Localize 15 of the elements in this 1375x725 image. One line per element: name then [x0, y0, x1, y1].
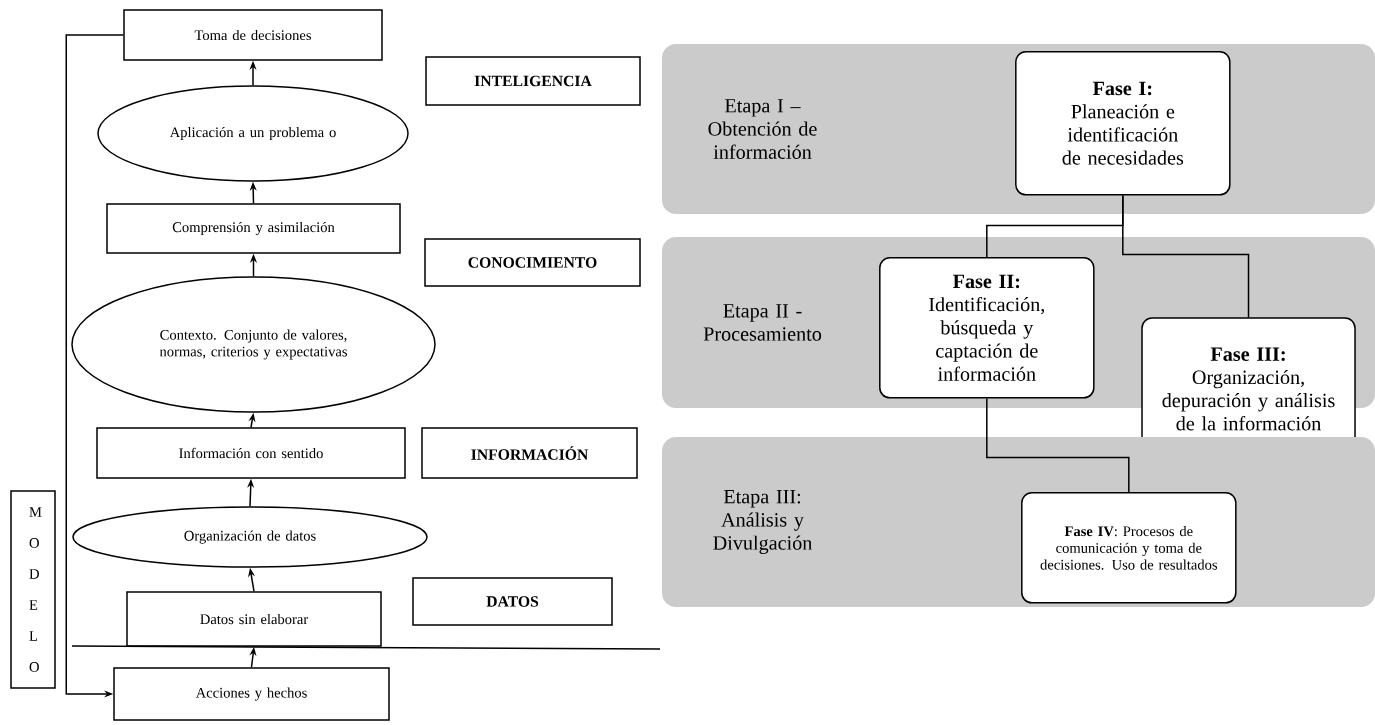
phase-box: Fase IV: Procesos de comunicación y toma de decisiones. Uso de resultados	[1021, 492, 1237, 604]
connector	[986, 397, 1130, 493]
process-box: Acciones y hechos	[113, 667, 390, 721]
level-box: CONOCIMIENTO	[424, 238, 641, 287]
level-box: INFORMACIÓN	[421, 427, 638, 479]
level-box: DATOS	[412, 577, 613, 626]
process-box: Comprensión y asimilación	[106, 203, 401, 254]
process-box: Toma de decisiones	[123, 9, 383, 61]
phase-box: Fase II: Identificación, búsqueda y captación de información	[879, 257, 1095, 399]
process-box: Datos sin elaborar	[126, 591, 382, 647]
vertical-label-box: M O D E L O	[10, 490, 56, 689]
level-box: INTELIGENCIA	[425, 56, 641, 106]
connector	[1122, 194, 1250, 318]
process-box: Información con sentido	[96, 427, 406, 479]
phase-box: Fase I: Planeación e identificación de necesidades	[1015, 51, 1231, 196]
